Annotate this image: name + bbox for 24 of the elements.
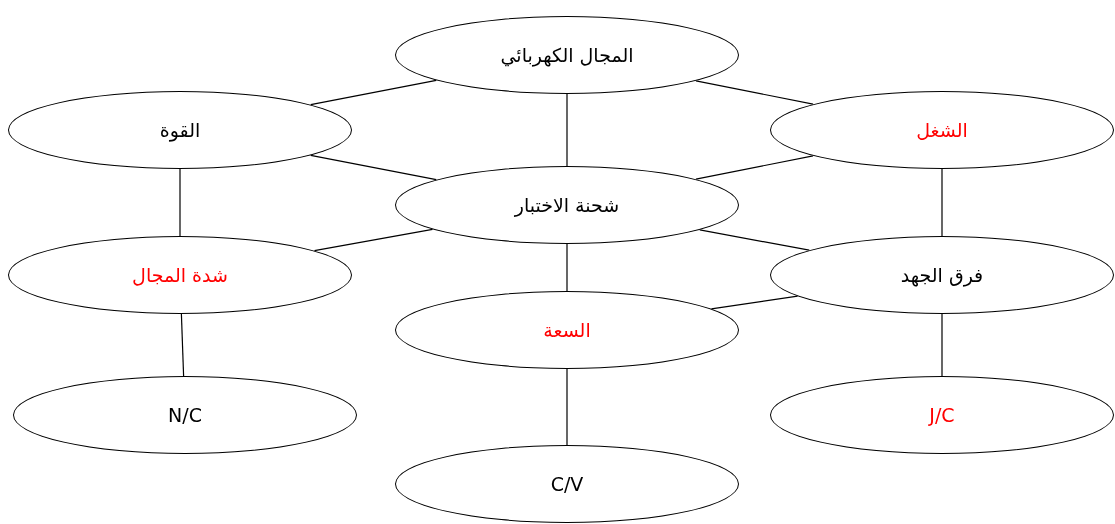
concept-ellipse: المجال الكهربائي — [395, 16, 739, 94]
concept-ellipse: فرق الجهد — [770, 236, 1114, 314]
concept-ellipse: القوة — [8, 91, 352, 169]
concept-ellipse: السعة — [395, 291, 739, 369]
connector-line — [179, 168, 181, 237]
concept-ellipse: J/C — [770, 376, 1114, 454]
connector-line — [180, 313, 185, 377]
concept-ellipse: شدة المجال — [8, 236, 352, 314]
connector-line — [710, 295, 799, 310]
connector-line — [566, 243, 568, 292]
concept-ellipse: C/V — [395, 445, 739, 523]
concept-ellipse: N/C — [13, 376, 357, 454]
connector-line — [941, 313, 943, 377]
connector-line — [566, 93, 568, 167]
connector-line — [310, 79, 437, 106]
connector-line — [313, 228, 434, 252]
connector-line — [695, 155, 814, 180]
connector-line — [699, 229, 810, 251]
concept-ellipse: الشغل — [770, 91, 1114, 169]
connector-line — [310, 154, 437, 181]
connector-line — [566, 368, 568, 446]
concept-ellipse: شحنة الاختبار — [395, 166, 739, 244]
connector-line — [941, 168, 943, 237]
connector-line — [695, 80, 814, 105]
